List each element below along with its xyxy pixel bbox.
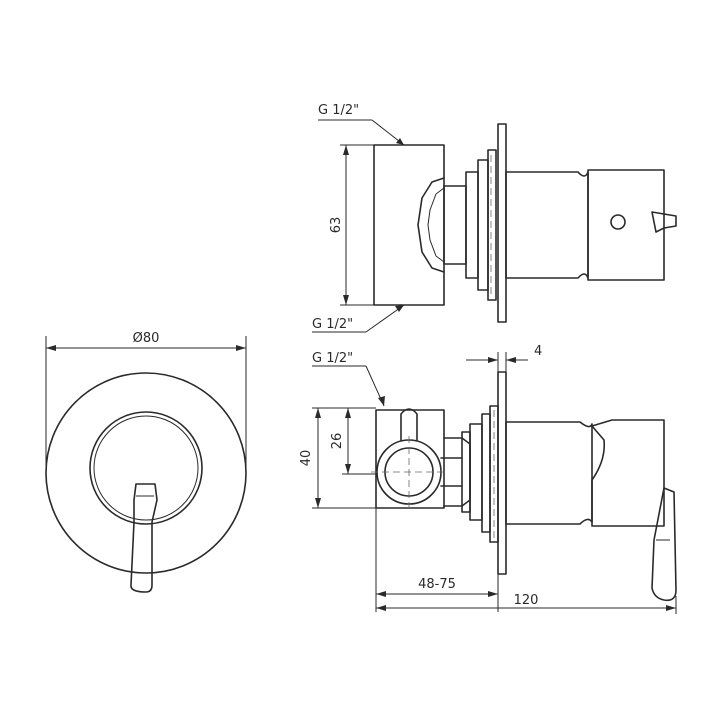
front-view bbox=[45, 372, 247, 593]
thread-mid-label: G 1/2" bbox=[312, 351, 353, 366]
thread-callout-top: G 1/2" bbox=[318, 103, 405, 146]
outlet-connector-right bbox=[440, 457, 463, 487]
flange-step-top bbox=[477, 159, 489, 291]
handle-cap-top bbox=[587, 169, 665, 281]
dim-48-75-label: 48-75 bbox=[418, 577, 456, 592]
handle-set-screw bbox=[610, 214, 626, 230]
escutcheon-outer-circle bbox=[45, 372, 247, 574]
dim-120-label: 120 bbox=[514, 593, 539, 608]
front-lever-handle bbox=[130, 483, 158, 593]
flange-ring-bottom bbox=[469, 423, 483, 521]
cartridge-body-bottom bbox=[505, 421, 593, 525]
connector-neck-bottom bbox=[443, 437, 471, 507]
dimension-63: 63 bbox=[329, 144, 374, 306]
handle-lever-bottom bbox=[651, 487, 677, 602]
handle-body-bottom bbox=[591, 419, 665, 527]
mixer-body-top bbox=[373, 144, 445, 306]
flange-ring-top bbox=[465, 171, 479, 279]
escutcheon-inner-ring-2 bbox=[93, 415, 199, 521]
cartridge-body-top bbox=[505, 171, 589, 279]
mixer-body-bottom bbox=[375, 409, 445, 509]
connector-neck-inner bbox=[427, 187, 445, 263]
wall-plate-top bbox=[497, 123, 507, 323]
escutcheon-inner-ring bbox=[89, 411, 203, 525]
dimension-26: 26 bbox=[330, 407, 377, 475]
dim-63-label: 63 bbox=[329, 217, 344, 234]
stem-top bbox=[443, 185, 467, 265]
dim-40-label: 40 bbox=[299, 450, 314, 467]
outlet-stem bbox=[400, 408, 418, 441]
thread-callout-bottom: G 1/2" bbox=[312, 304, 405, 333]
dimension-40: 40 bbox=[299, 407, 376, 509]
thread-callout-middle: G 1/2" bbox=[312, 351, 385, 407]
dimension-4: 4 bbox=[466, 344, 542, 372]
wall-plate-bottom bbox=[497, 371, 507, 575]
top-side-view bbox=[373, 123, 677, 323]
dim-4-label: 4 bbox=[534, 344, 542, 359]
handle-pin-top bbox=[651, 211, 677, 233]
dimension-48-75: 48-75 bbox=[375, 508, 499, 612]
connector-neck-top bbox=[417, 177, 445, 273]
flange-washer-top bbox=[487, 149, 497, 301]
dimension-diameter-80: Ø80 bbox=[45, 331, 247, 470]
dimension-120: 120 bbox=[376, 593, 677, 614]
thread-low-label: G 1/2" bbox=[312, 317, 353, 332]
thread-top-label: G 1/2" bbox=[318, 103, 359, 118]
flange-step-bottom bbox=[481, 413, 491, 533]
dim-26-label: 26 bbox=[330, 433, 345, 450]
bottom-side-view bbox=[371, 371, 677, 602]
dim-80-label: Ø80 bbox=[133, 331, 160, 346]
